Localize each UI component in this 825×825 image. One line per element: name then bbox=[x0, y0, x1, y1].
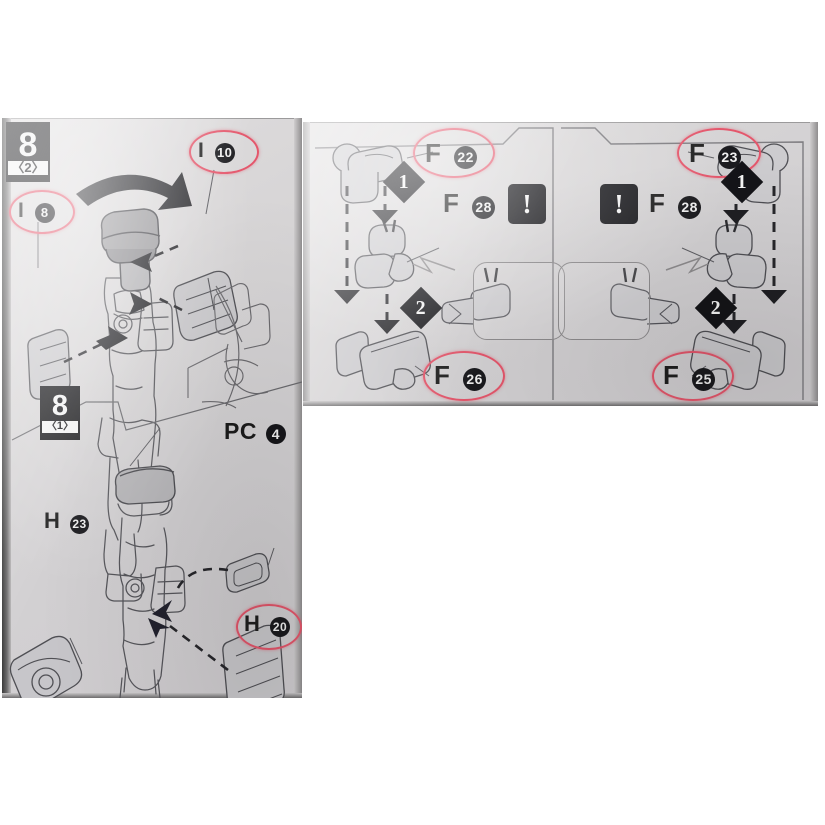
part-label-f28-right: F 28 bbox=[649, 188, 702, 219]
part-label-h23-number: 23 bbox=[70, 515, 90, 534]
highlight-ring-h20 bbox=[236, 604, 302, 650]
upper-assembly-artwork bbox=[2, 118, 302, 602]
step-badge-number: 8 bbox=[18, 126, 38, 165]
step-badge-1-number: 8 bbox=[51, 390, 69, 423]
page-spine-shadow bbox=[2, 118, 11, 698]
highlight-ring-i10 bbox=[189, 130, 259, 174]
warning-icon-right-glyph: ! bbox=[614, 188, 624, 219]
sequence-marker-1-left-number: 1 bbox=[399, 170, 409, 193]
part-label-pc4-prefix: PC bbox=[224, 418, 257, 444]
part-label-f28-right-number: 28 bbox=[678, 196, 702, 219]
left-manual-page: 8 〈2〉 bbox=[2, 118, 302, 698]
lower-assembly-artwork bbox=[2, 418, 302, 698]
part-label-h23-prefix: H bbox=[44, 508, 61, 533]
page-bottom-edge bbox=[2, 693, 302, 698]
part-label-f28-left-number: 28 bbox=[472, 196, 496, 219]
highlight-ring-i8 bbox=[9, 190, 75, 234]
warning-icon-left: ! bbox=[508, 184, 546, 224]
detail-callout-right bbox=[558, 262, 650, 340]
highlight-ring-f26 bbox=[423, 351, 505, 401]
part-label-pc4: PC 4 bbox=[224, 420, 286, 444]
part-label-f28-left-prefix: F bbox=[443, 188, 460, 218]
sequence-marker-1-right-number: 1 bbox=[737, 170, 747, 193]
part-label-f28-right-prefix: F bbox=[649, 188, 666, 218]
step-badge-8-2: 8 〈2〉 bbox=[6, 122, 50, 182]
right-page-bottom-edge bbox=[303, 401, 818, 406]
sequence-marker-2-left-number: 2 bbox=[416, 296, 426, 319]
detail-callout-left bbox=[473, 262, 565, 340]
highlight-ring-f22 bbox=[413, 128, 495, 178]
step-badge-1-substep: 〈1〉 bbox=[42, 420, 78, 433]
warning-icon-right: ! bbox=[600, 184, 638, 224]
right-page-right-edge bbox=[810, 122, 818, 406]
warning-icon-left-glyph: ! bbox=[522, 188, 532, 219]
part-label-h23: H 23 bbox=[44, 508, 90, 534]
step-badge-8-1: 8 〈1〉 bbox=[40, 386, 80, 440]
part-label-pc4-number: 4 bbox=[265, 424, 286, 444]
step-badge-substep: 〈2〉 bbox=[8, 161, 48, 175]
right-manual-page: F 22 F 28 ! 1 2 F 26 bbox=[303, 122, 818, 406]
right-page-left-edge bbox=[303, 122, 310, 406]
page-right-edge bbox=[294, 118, 302, 698]
sequence-marker-2-right-number: 2 bbox=[711, 296, 721, 319]
highlight-ring-f23 bbox=[677, 128, 761, 178]
part-label-f28-left: F 28 bbox=[443, 188, 496, 219]
highlight-ring-f25 bbox=[652, 351, 734, 401]
